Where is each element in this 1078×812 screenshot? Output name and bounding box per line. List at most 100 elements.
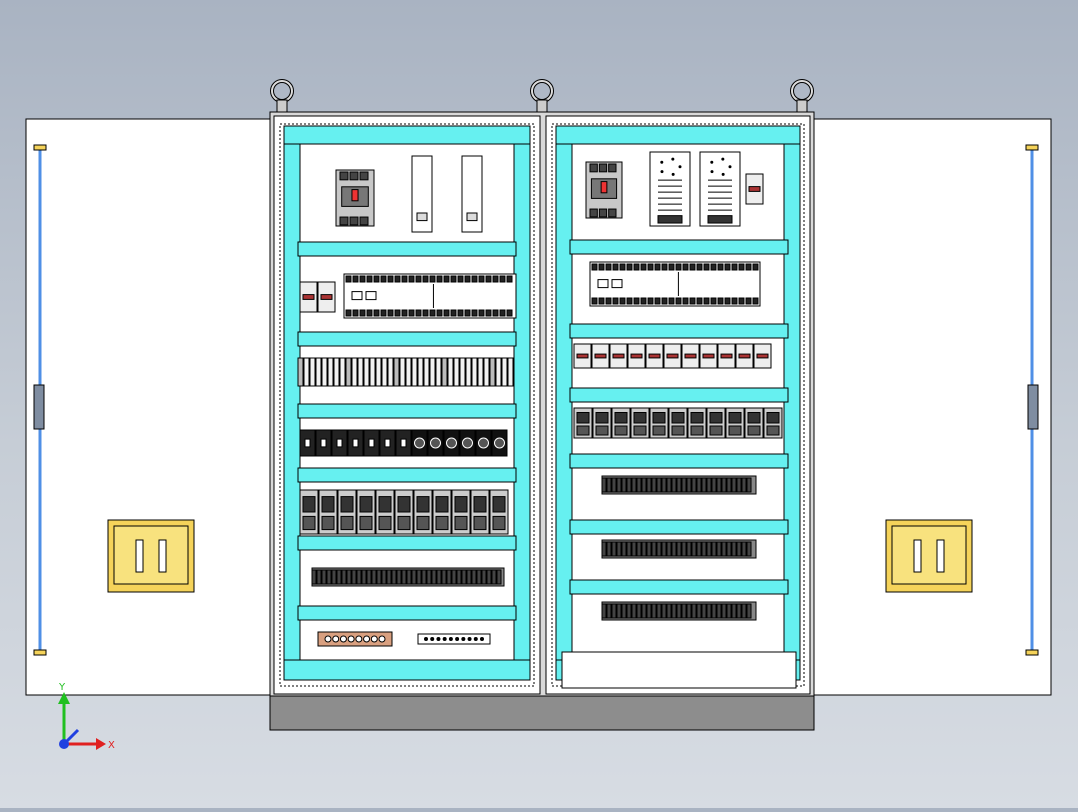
neutral-bar-hole: [455, 637, 460, 641]
terminal-strip-cell: [661, 541, 667, 557]
plc-io-bottom: [366, 309, 373, 317]
right-row-terminal-strip: [569, 579, 789, 621]
terminal: [441, 357, 448, 387]
terminal: [483, 357, 490, 387]
ground-bar-hole: [332, 635, 340, 643]
terminal-strip-cell: [341, 569, 347, 585]
door-handle-recess: [113, 525, 189, 585]
terminal: [333, 357, 340, 387]
door-handle-icon: [885, 519, 973, 593]
right-row-terminal-strip: [569, 519, 789, 559]
terminal-strip-cell: [406, 569, 412, 585]
axis-triad: Y X: [58, 682, 115, 750]
terminal-strip-cell: [366, 569, 372, 585]
ground-bar-hole: [339, 635, 347, 643]
plc-io-bottom: [485, 309, 492, 317]
relay-coil: [709, 412, 723, 424]
plc-io-bottom: [612, 297, 619, 305]
terminal-strip-cell: [651, 541, 657, 557]
relay-base: [359, 515, 373, 531]
terminal-strip-cell: [461, 569, 467, 585]
filter-icon: [411, 155, 433, 233]
door-handle-slot-1: [135, 539, 144, 573]
terminal-strip-cell: [731, 477, 737, 493]
terminal-strip-cell: [686, 603, 692, 619]
mini-breaker-toggle: [756, 353, 769, 359]
lifting-eye-stem: [796, 99, 808, 113]
plc-io-top: [598, 263, 605, 271]
relay-coil: [614, 412, 628, 424]
neutral-bar-hole: [467, 637, 472, 641]
filter-icon: [461, 155, 483, 233]
terminal-strip-cell: [646, 603, 652, 619]
relay-base: [302, 515, 316, 531]
terminal-strip-cell: [681, 541, 687, 557]
relay-base: [671, 425, 685, 436]
neutral-bar-hole: [448, 637, 453, 641]
terminal: [357, 357, 364, 387]
breaker-terminal: [349, 171, 359, 181]
psu-vent: [710, 170, 714, 174]
circuit-breaker-icon: [335, 169, 375, 227]
relay-coil: [633, 412, 647, 424]
relay-coil: [302, 496, 316, 513]
terminal-strip-cell: [496, 569, 502, 585]
terminal-strip-cell: [626, 477, 632, 493]
ground-bar-hole: [370, 635, 378, 643]
terminal: [363, 357, 370, 387]
terminal-strip-cell: [336, 569, 342, 585]
plc-io-bottom: [506, 309, 513, 317]
breaker-terminal: [598, 163, 608, 173]
plc-io-bottom: [478, 309, 485, 317]
neutral-bar-hole: [461, 637, 466, 641]
plc-io-bottom: [668, 297, 675, 305]
terminal-strip-cell: [681, 477, 687, 493]
relay-icon: [573, 407, 783, 439]
psu-terminals: [707, 215, 733, 224]
breaker-toggle: [351, 189, 359, 202]
terminal-strip-cell: [706, 477, 712, 493]
plc-port: [597, 279, 609, 289]
terminal-strip-cell: [741, 603, 747, 619]
terminal: [309, 357, 316, 387]
relay-base: [378, 515, 392, 531]
relay-base: [652, 425, 666, 436]
relay-base: [766, 425, 780, 436]
left-row-contactor-strip: [297, 403, 517, 457]
terminal-strip-cell: [371, 569, 377, 585]
contactor-dial: [462, 437, 473, 449]
terminal-strip-cell: [326, 569, 332, 585]
terminal-strip-cell: [741, 541, 747, 557]
axis-y-label: Y: [58, 682, 66, 693]
relay-coil: [747, 412, 761, 424]
psu-vent: [728, 165, 732, 169]
mini-breaker-toggle: [302, 294, 315, 300]
terminal-strip-cell: [676, 603, 682, 619]
plc-io-top: [710, 263, 717, 271]
plc-io-bottom: [675, 297, 682, 305]
plc-io-bottom: [499, 309, 506, 317]
plc-io-bottom: [373, 309, 380, 317]
right-row-mini-breakers: [569, 323, 789, 369]
lifting-eye-ring-inner: [791, 80, 813, 102]
terminal-strip-cell: [731, 603, 737, 619]
axis-x-arrow: [96, 738, 106, 750]
mini-breaker-toggle: [748, 186, 761, 192]
terminal-strip-cell: [616, 603, 622, 619]
terminal-strip-cell: [621, 541, 627, 557]
plc-io-bottom: [436, 309, 443, 317]
plc-io-top: [464, 275, 471, 283]
circuit-breaker-icon: [585, 161, 623, 219]
plc-io-bottom: [647, 297, 654, 305]
terminal: [423, 357, 430, 387]
terminal-strip-cell: [711, 541, 717, 557]
terminal-strip-cell: [646, 541, 652, 557]
terminal: [495, 357, 502, 387]
terminal: [369, 357, 376, 387]
relay-base: [454, 515, 468, 531]
psu-terminals: [657, 215, 683, 224]
plc-io-top: [359, 275, 366, 283]
neutral-bar-icon: [417, 633, 491, 645]
plc-io-top: [696, 263, 703, 271]
terminal-strip-icon: [311, 567, 505, 587]
